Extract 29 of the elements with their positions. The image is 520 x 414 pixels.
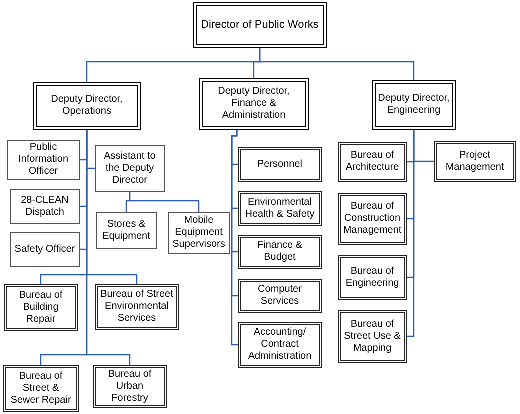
org-unit-box: Bureau of Urban Forestry <box>93 365 167 408</box>
org-unit-box: Bureau of Architecture <box>338 142 407 182</box>
org-unit-box: Assistant to the Deputy Director <box>95 145 165 192</box>
org-unit-box: Bureau of Street Use & Mapping <box>338 310 407 363</box>
org-unit-box: Project Management <box>434 141 516 182</box>
org-unit-box: Personnel <box>238 147 322 182</box>
org-unit-box: Public Information Officer <box>7 140 80 180</box>
connector-line <box>259 48 415 80</box>
connector-line <box>86 130 131 365</box>
org-unit-box: Bureau of Building Repair <box>4 284 78 331</box>
org-unit-box: 28-CLEAN Dispatch <box>10 189 80 224</box>
org-unit-box: Safety Officer <box>10 232 80 267</box>
connector-line <box>129 192 200 212</box>
org-unit-box: Bureau of Construction Management <box>338 193 407 245</box>
org-unit-box: Environmental Health & Safety <box>238 191 322 226</box>
org-unit-box: Deputy Director, Finance & Administration <box>199 78 309 130</box>
org-unit-box: Deputy Director, Engineering <box>372 80 456 130</box>
director-box: Director of Public Works <box>193 2 327 48</box>
org-unit-box: Computer Services <box>238 279 322 313</box>
connector-line <box>407 130 415 338</box>
org-unit-box: Deputy Director, Operations <box>33 82 141 130</box>
org-unit-box: Stores & Equipment <box>96 212 157 249</box>
org-unit-box: Bureau of Street Environmental Services <box>95 284 179 330</box>
org-unit-box: Bureau of Street & Sewer Repair <box>3 365 79 412</box>
org-unit-box: Finance & Budget <box>238 235 322 269</box>
org-unit-box: Accounting/ Contract Administration <box>238 322 322 368</box>
org-unit-box: Mobile Equipment Supervisors <box>168 212 230 254</box>
connector-line <box>231 130 238 346</box>
org-unit-box: Bureau of Engineering <box>338 255 407 300</box>
